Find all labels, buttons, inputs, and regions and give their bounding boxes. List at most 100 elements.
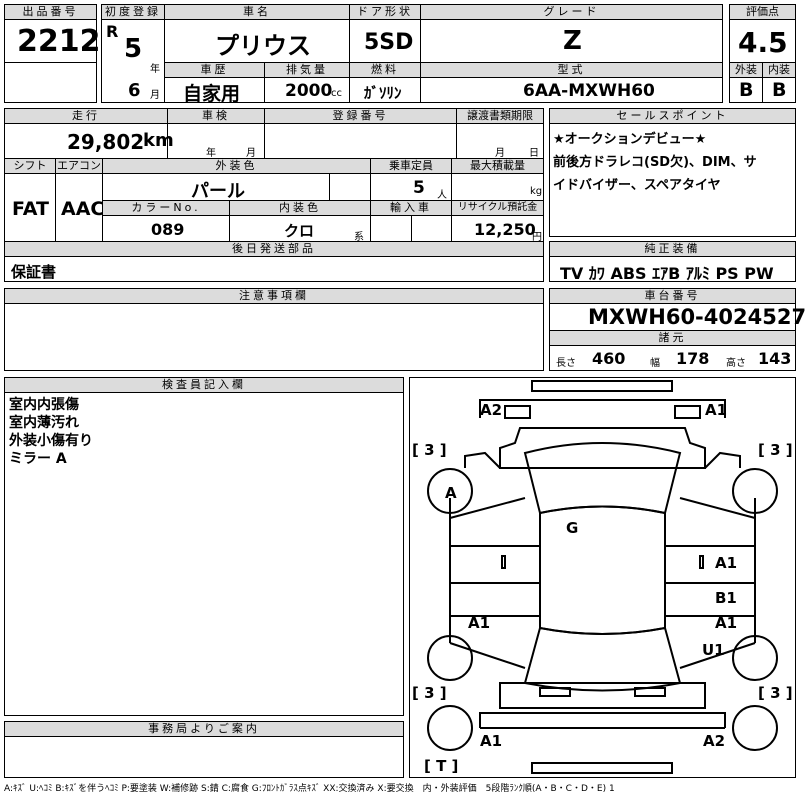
inspector-line-1: 室内内張傷 <box>9 397 79 413</box>
model: 6AA-MXWH60 <box>420 77 723 103</box>
lot-value: 2212 <box>17 24 101 59</box>
roof <box>539 505 666 635</box>
displacement-label: 排気量 <box>264 62 350 78</box>
mileage-unit: km <box>143 130 174 151</box>
color-no-label: カラーNo. <box>102 200 230 216</box>
transfer-label: 譲渡書類期限 <box>456 108 544 124</box>
score-value: 4.5 <box>738 26 788 59</box>
car-name-label: 車名 <box>164 4 350 20</box>
rear-bumper-bottom <box>531 762 673 774</box>
sales-point-label: セールスポイント <box>549 108 796 124</box>
mirror-right <box>699 555 704 569</box>
office-label: 事務局よりご案内 <box>4 721 404 737</box>
car-diagram: A2 A1 G A A1 B1 A1 A1 U1 A1 A2 [ 3 ] [ 3… <box>409 377 796 778</box>
mark-a1-left: A1 <box>468 614 490 632</box>
interior-value: B <box>772 79 787 101</box>
interior-color-label: 内装色 <box>229 200 371 216</box>
recycle: 12,250 円 <box>451 215 544 243</box>
sales-point: ★オークションデビュー★ 前後方ドラレコ(SD欠)、DIM、サ イドバイザー、ス… <box>549 123 796 237</box>
chassis-label: 車台番号 <box>549 288 796 304</box>
reg-month: 6 <box>128 80 141 101</box>
aircon: AAC <box>55 173 105 242</box>
transfer-month-unit: 月 <box>495 148 505 159</box>
aircon-label: エアコン <box>55 158 103 174</box>
exterior-color-value: パール <box>191 181 245 202</box>
wheel-rl <box>427 635 473 681</box>
width-label: 幅 <box>650 358 660 369</box>
inspection-label: 車検 <box>167 108 265 124</box>
equipment-label: 純正装備 <box>549 241 796 257</box>
exterior-color-sub <box>329 173 371 201</box>
later-items-value: 保証書 <box>11 263 57 281</box>
right-front-fender <box>704 451 741 469</box>
equipment: TV ｶﾜ ABS ｴｱB ｱﾙﾐ PS PW <box>549 256 796 283</box>
wheel-fr <box>732 468 778 514</box>
tail-left <box>539 687 571 697</box>
sales-line-2: 前後方ドラレコ(SD欠)、DIM、サ <box>553 155 757 170</box>
max-load-unit: kg <box>530 186 543 197</box>
door-value: 5SD <box>364 30 414 55</box>
transfer-day-unit: 日 <box>529 148 539 159</box>
capacity-label: 乗車定員 <box>370 158 452 174</box>
score: 4.5 <box>729 19 796 63</box>
length-value: 460 <box>592 349 626 368</box>
interior-color-value: クロ <box>284 222 315 240</box>
interior-label: 内装 <box>762 62 796 78</box>
car-name: プリウス <box>164 19 350 63</box>
mark-u1: U1 <box>702 641 725 659</box>
door-label: ドア形状 <box>349 4 421 20</box>
history-label: 車歴 <box>164 62 265 78</box>
inspector: 室内内張傷 室内薄汚れ 外装小傷有り ミラー A <box>4 392 404 716</box>
displacement: 2000 cc <box>264 77 350 103</box>
capacity-value: 5 <box>413 178 425 198</box>
max-load-label: 最大積載量 <box>451 158 544 174</box>
score-label: 評価点 <box>729 4 796 20</box>
mirror-left <box>501 555 506 569</box>
width-value: 178 <box>676 349 710 368</box>
reg-year: 5 <box>124 34 143 64</box>
mark-g: G <box>566 519 578 537</box>
exterior-color-label: 外装色 <box>102 158 371 174</box>
inspection: 年 月 <box>167 123 265 159</box>
fuel: ｶﾞｿﾘﾝ <box>349 77 421 103</box>
chassis: MXWH60-4024527 <box>549 303 806 331</box>
capacity-unit: 人 <box>437 190 447 201</box>
mileage-value: 29,802 <box>67 130 145 154</box>
history: 自家用 <box>164 77 265 105</box>
trunk <box>499 682 706 709</box>
recycle-unit: 円 <box>532 232 542 243</box>
shift-label: シフト <box>4 158 56 174</box>
import-a <box>370 215 412 242</box>
recycle-value: 12,250 <box>474 220 536 239</box>
exterior-label: 外装 <box>729 62 763 78</box>
grade-value: Z <box>563 26 582 56</box>
wheel-rr <box>732 635 778 681</box>
door-lines <box>450 545 755 617</box>
bracket-t: [ T ] <box>424 757 458 775</box>
aircon-value: AAC <box>61 198 105 220</box>
mark-a1-right-top: A1 <box>705 401 727 419</box>
interior-color: クロ 系 <box>229 215 371 243</box>
model-value: 6AA-MXWH60 <box>523 81 655 101</box>
era: R <box>106 22 119 41</box>
car-name-value: プリウス <box>215 32 311 60</box>
first-reg-label: 初度登録 <box>101 4 165 20</box>
tail-right <box>634 687 666 697</box>
chassis-value: MXWH60-4024527 <box>588 305 806 329</box>
registration-label: 登録番号 <box>264 108 457 124</box>
max-load: kg <box>451 173 544 201</box>
notes-label: 注意事項欄 <box>4 288 544 304</box>
month-unit: 月 <box>150 90 160 101</box>
registration <box>264 123 457 159</box>
color-no-value: 089 <box>151 220 185 239</box>
inspection-month-unit: 月 <box>246 148 256 159</box>
mark-a1-r1: A1 <box>715 554 737 572</box>
inspector-line-2: 室内薄汚れ <box>9 415 79 431</box>
displacement-value: 2000 <box>285 81 333 101</box>
fuel-value: ｶﾞｿﾘﾝ <box>364 84 402 102</box>
interior-color-unit: 系 <box>354 232 364 243</box>
legend: A:ｷｽﾞ U:ﾍｺﾐ B:ｷｽﾞを伴うﾍｺﾐ P:要塗装 W:補修跡 S:錆 … <box>4 784 615 794</box>
rear-bumper <box>479 712 726 728</box>
exterior-score: B <box>729 77 763 103</box>
spare-right <box>732 705 778 751</box>
